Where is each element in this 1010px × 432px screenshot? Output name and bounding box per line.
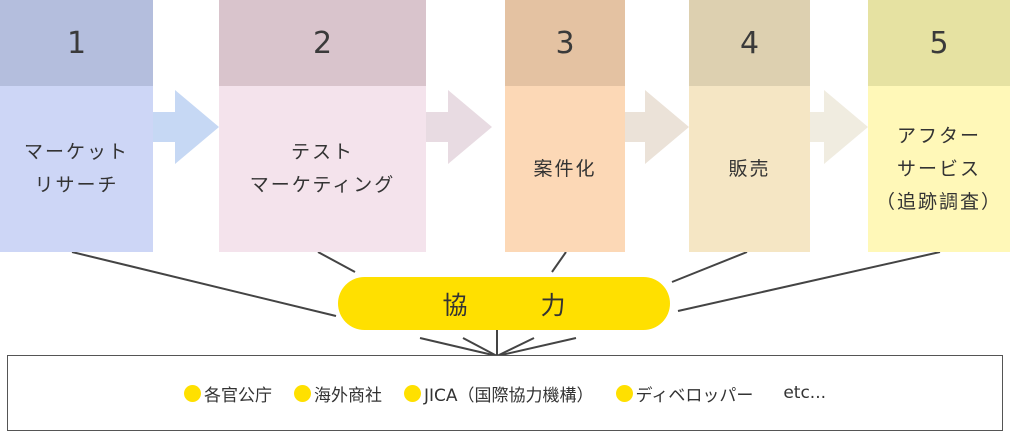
partners-etc: etc... [783,383,827,403]
arrow-1-shape [153,90,219,164]
partner-label: JICA（国際協力機構） [423,385,594,406]
step-5-number: 5 [868,0,1010,86]
partner-label: 海外商社 [313,385,382,406]
step-4-number: 4 [689,0,810,86]
step-3-label-line: 案件化 [533,157,597,180]
step-1-label-line: リサーチ [34,174,119,196]
line-step2-to-pill [317,251,356,273]
line-step1-to-pill [71,251,337,317]
line-step4-to-pill [671,251,748,283]
bullet-dot-icon [183,384,201,402]
step-5-label-line: サービス [896,157,981,180]
step-1-label-line: マーケット [23,141,129,163]
arrow-2-shape [426,90,492,164]
step-3-label: 案件化 [505,86,625,252]
arrow-right-icon [153,90,219,164]
step-5-label: アフター サービス （追跡調査） [868,86,1010,252]
bullet-dot-icon [403,384,421,402]
step-1-number: 1 [0,0,153,86]
line-pill-fan [462,337,498,357]
step-5-label-line: アフター [896,124,981,147]
arrow-4-shape [810,90,868,164]
line-pill-fan [496,337,577,357]
partner-label: ディベロッパー [635,385,754,406]
line-step5-to-pill [677,251,941,312]
partner-item: ディベロッパー [615,381,754,406]
partner-item: 各官公庁 [183,381,272,406]
line-pill-fan [496,337,535,357]
bullet-dot-icon [293,384,311,402]
partner-item: JICA（国際協力機構） [403,381,594,406]
partner-item: 海外商社 [293,381,382,406]
arrow-right-icon [625,90,689,164]
partner-label: 各官公庁 [203,385,272,406]
step-2-label: テスト マーケティング [219,86,426,252]
step-4-label: 販売 [689,86,810,252]
arrow-right-icon [810,90,868,164]
arrow-3-shape [625,90,689,164]
step-2-number: 2 [219,0,426,86]
step-5-label-line: （追跡調査） [875,190,1002,213]
step-1-label: マーケット リサーチ [0,86,153,252]
step-2-label-line: マーケティング [249,174,396,196]
step-4-label-line: 販売 [728,157,771,180]
partners-box: 各官公庁 海外商社 JICA（国際協力機構） ディベロッパー etc... [7,355,1003,431]
line-pill-fan [419,337,498,357]
bullet-dot-icon [615,384,633,402]
line-step3-to-pill [551,251,567,273]
arrow-right-icon [426,90,492,164]
step-3-number: 3 [505,0,625,86]
step-2-label-line: テスト [290,141,354,163]
cooperation-pill: 協 力 [338,277,670,330]
